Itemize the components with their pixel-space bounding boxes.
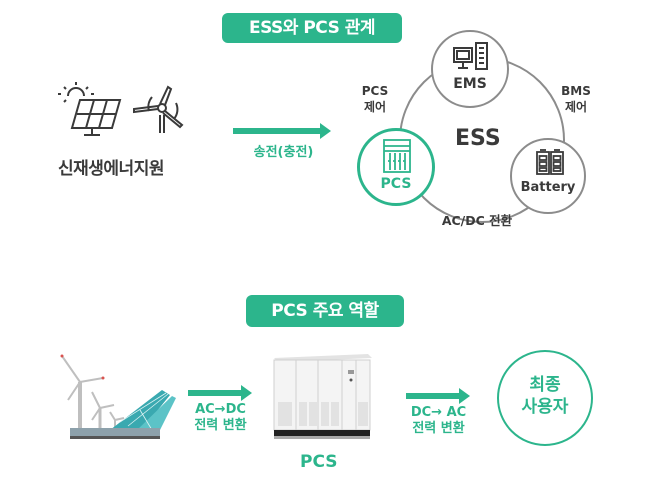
ems-label: EMS xyxy=(453,76,487,92)
ess-pcs-relation-badge: ESS와 PCS 관계 xyxy=(222,13,402,43)
pcs-image-label: PCS xyxy=(300,452,338,472)
end-user-line1: 최종 xyxy=(529,375,561,395)
edge-text: BMS xyxy=(561,84,591,98)
ac-to-dc-arrow xyxy=(188,385,252,401)
wind-turbine-icon xyxy=(133,85,184,133)
renewable-source-label: 신재생에너지원 xyxy=(58,159,164,179)
arrow2-line2: 전력 변환 xyxy=(412,421,465,436)
pcs-control-label: PCS 제어 xyxy=(355,83,395,115)
ac-to-dc-label: AC→DC 전력 변환 xyxy=(178,402,263,434)
pcs-node-label: PCS xyxy=(380,176,412,192)
bms-control-label: BMS 제어 xyxy=(556,83,596,115)
end-user-label: 최종 사용자 xyxy=(499,374,591,418)
arrow2-line1: DC→ AC xyxy=(410,405,467,420)
computer-icon xyxy=(453,42,488,70)
transmission-label: 송전(충전) xyxy=(253,145,314,160)
battery-icon xyxy=(536,149,564,175)
ems-node: EMS xyxy=(431,30,509,108)
pcs-cabinet-icon xyxy=(383,139,411,173)
arrow1-line1: AC→DC xyxy=(195,402,246,417)
solar-panel-icon xyxy=(58,82,122,136)
renewable-energy-image xyxy=(60,354,176,439)
edge-text: 제어 xyxy=(363,100,387,114)
edge-text: 제어 xyxy=(564,100,588,114)
battery-node: Battery xyxy=(510,138,586,214)
transmission-arrow xyxy=(233,123,331,139)
arrow1-line2: 전력 변환 xyxy=(194,418,247,433)
end-user-line2: 사용자 xyxy=(521,397,569,417)
edge-text: PCS xyxy=(361,84,389,98)
end-user-node: 최종 사용자 xyxy=(497,350,593,446)
ess-center-label: ESS xyxy=(455,126,501,151)
pcs-node: PCS xyxy=(357,128,435,206)
acdc-conversion-label: AC/DC 전환 xyxy=(441,213,513,228)
pcs-role-badge: PCS 주요 역할 xyxy=(246,295,404,327)
pcs-cabinet-image xyxy=(273,354,372,439)
dc-to-ac-arrow xyxy=(406,388,470,404)
battery-label: Battery xyxy=(520,180,576,195)
dc-to-ac-label: DC→ AC 전력 변환 xyxy=(396,405,481,437)
